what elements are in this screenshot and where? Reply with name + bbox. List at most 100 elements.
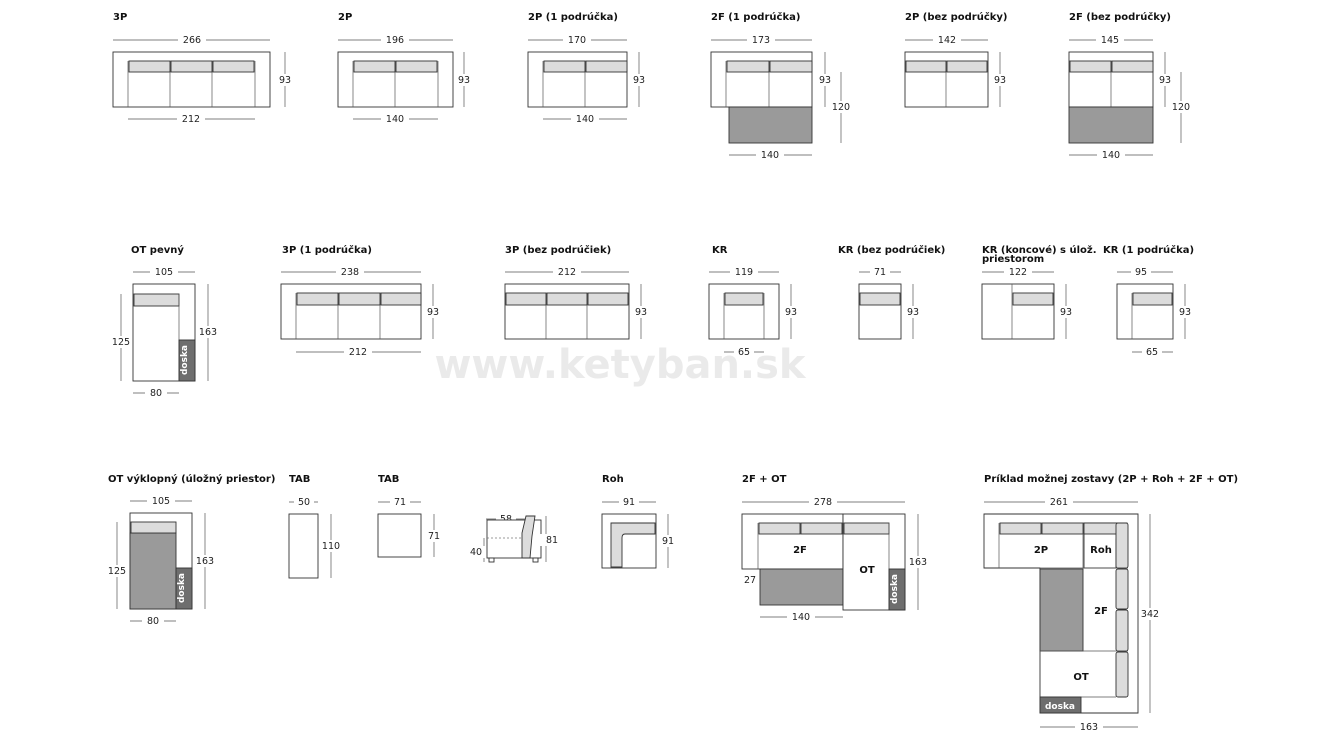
dim-bed-width: 140 [1102, 150, 1120, 161]
module-2p-1-armrest: 2P (1 podrúčka) 170 93 140 [527, 11, 648, 125]
module-title: 2F (bez podrúčky) [1069, 11, 1171, 23]
dim-width: 71 [874, 267, 886, 278]
module-title: 2F (1 podrúčka) [711, 11, 800, 23]
part-label-2f: 2F [793, 545, 807, 556]
dim-width: 266 [183, 35, 201, 46]
dim-seat: 140 [386, 114, 404, 125]
dim-depth: 93 [633, 75, 645, 86]
dim-depth: 163 [909, 557, 927, 568]
module-title: KR (bez podrúčiek) [838, 244, 945, 256]
module-tab-71: TAB 71 71 [377, 474, 443, 558]
module-title: KR (1 podrúčka) [1103, 244, 1194, 256]
part-label-ot: OT [859, 565, 875, 576]
dim-depth: 93 [635, 307, 647, 318]
module-title: Roh [602, 474, 624, 485]
dim-depth: 93 [819, 75, 831, 86]
dim-width: 95 [1135, 267, 1147, 278]
module-kr-end-storage: KR (koncové) s úlož.priestorom 122 93 [981, 244, 1097, 340]
module-2p-no-armrest: 2P (bez podrúčky) 142 93 [904, 11, 1009, 108]
dim-depth: 163 [196, 556, 214, 567]
dim-width: 91 [623, 497, 635, 508]
dim-width: 71 [394, 497, 406, 508]
dim-width: 238 [341, 267, 359, 278]
dim-seat-depth: 125 [108, 566, 126, 577]
module-title: 2F + OT [742, 474, 787, 485]
part-label-ot: OT [1073, 672, 1089, 683]
module-2f-1-armrest: 2F (1 podrúčka) 173 93 120 140 [710, 11, 852, 161]
module-title: OT výklopný (úložný priestor) [108, 473, 275, 485]
dim-bed-width: 140 [792, 612, 810, 623]
dim-seat-height: 40 [470, 547, 482, 558]
dim-depth: 93 [1060, 307, 1072, 318]
module-side-profile: 58 81 40 [467, 513, 558, 563]
dim-depth: 93 [458, 75, 470, 86]
dim-depth: 93 [1179, 307, 1191, 318]
dim-depth: 163 [199, 327, 217, 338]
module-title: 2P (1 podrúčka) [528, 11, 618, 23]
dim-width: 50 [298, 497, 310, 508]
dim-width: 173 [752, 35, 770, 46]
module-kr-no-armrest: KR (bez podrúčiek) 71 93 [838, 244, 945, 340]
module-3p: 3P 266 93 212 [112, 12, 294, 125]
module-3p-no-armrest: 3P (bez podrúčiek) 212 93 [504, 244, 650, 340]
module-title: KR (koncové) s úlož.priestorom [982, 244, 1097, 265]
dim-depth: 93 [1159, 75, 1171, 86]
dim-bed-depth: 120 [1172, 102, 1190, 113]
doska-label: doska [1045, 702, 1075, 712]
module-ot-tilting-storage: OT výklopný (úložný priestor) 105 doska … [106, 473, 275, 627]
dim-offset: 27 [744, 575, 756, 586]
module-title: 3P (1 podrúčka) [282, 244, 372, 256]
dim-seat: 140 [576, 114, 594, 125]
module-title: Príklad možnej zostavy (2P + Roh + 2F + … [984, 473, 1238, 485]
dim-seat: 212 [182, 114, 200, 125]
dim-width: 212 [558, 267, 576, 278]
dim-width: 196 [386, 35, 404, 46]
dim-bed-width: 140 [761, 150, 779, 161]
dim-seat: 212 [349, 347, 367, 358]
combo-2f-ot: 2F + OT 278 2F doska OT 163 27 140 [741, 474, 929, 623]
module-title: 3P (bez podrúčiek) [505, 244, 611, 256]
dim-depth: 342 [1141, 609, 1159, 620]
doska-label: doska [180, 345, 190, 375]
part-label-roh: Roh [1090, 545, 1112, 556]
part-label-2f: 2F [1094, 606, 1108, 617]
dim-bed-depth: 120 [832, 102, 850, 113]
module-title: KR [712, 245, 728, 256]
dim-depth: 110 [322, 541, 340, 552]
module-kr-1-armrest: KR (1 podrúčka) 95 93 65 [1103, 244, 1194, 358]
dim-width: 278 [814, 497, 832, 508]
dim-width: 119 [735, 267, 753, 278]
module-2p: 2P 196 93 140 [337, 12, 473, 125]
module-title: TAB [289, 474, 310, 485]
dim-depth: 93 [907, 307, 919, 318]
module-2f-no-armrest: 2F (bez podrúčky) 145 93 120 140 [1068, 11, 1192, 161]
module-title: OT pevný [131, 244, 184, 256]
dim-height: 81 [546, 535, 558, 546]
combo-example: Príklad možnej zostavy (2P + Roh + 2F + … [983, 473, 1238, 733]
dim-seat: 65 [738, 347, 750, 358]
dim-width: 170 [568, 35, 586, 46]
dim-bottom-width: 163 [1080, 722, 1098, 733]
dim-width: 145 [1101, 35, 1119, 46]
dim-depth: 93 [994, 75, 1006, 86]
module-tab-50: TAB 50 110 [288, 474, 342, 579]
doska-label: doska [890, 574, 900, 604]
title-line-1: KR (koncové) s úlož. [982, 244, 1097, 256]
dim-depth: 71 [428, 531, 440, 542]
module-ot-fixed: OT pevný 105 doska 125 163 80 [110, 244, 219, 399]
dim-width: 122 [1009, 267, 1027, 278]
dim-seat: 65 [1146, 347, 1158, 358]
dim-depth: 93 [785, 307, 797, 318]
module-roh: Roh 91 91 [601, 474, 677, 569]
dim-width: 261 [1050, 497, 1068, 508]
dim-width: 105 [155, 267, 173, 278]
module-title: 3P [113, 12, 127, 23]
title-line-2: priestorom [982, 254, 1044, 265]
dim-depth: 93 [279, 75, 291, 86]
dim-depth: 93 [427, 307, 439, 318]
module-3p-1-armrest: 3P (1 podrúčka) 238 93 212 [280, 244, 442, 358]
module-kr: KR 119 93 65 [708, 245, 800, 358]
dim-seat-width: 80 [147, 616, 159, 627]
dim-seat-width: 80 [150, 388, 162, 399]
